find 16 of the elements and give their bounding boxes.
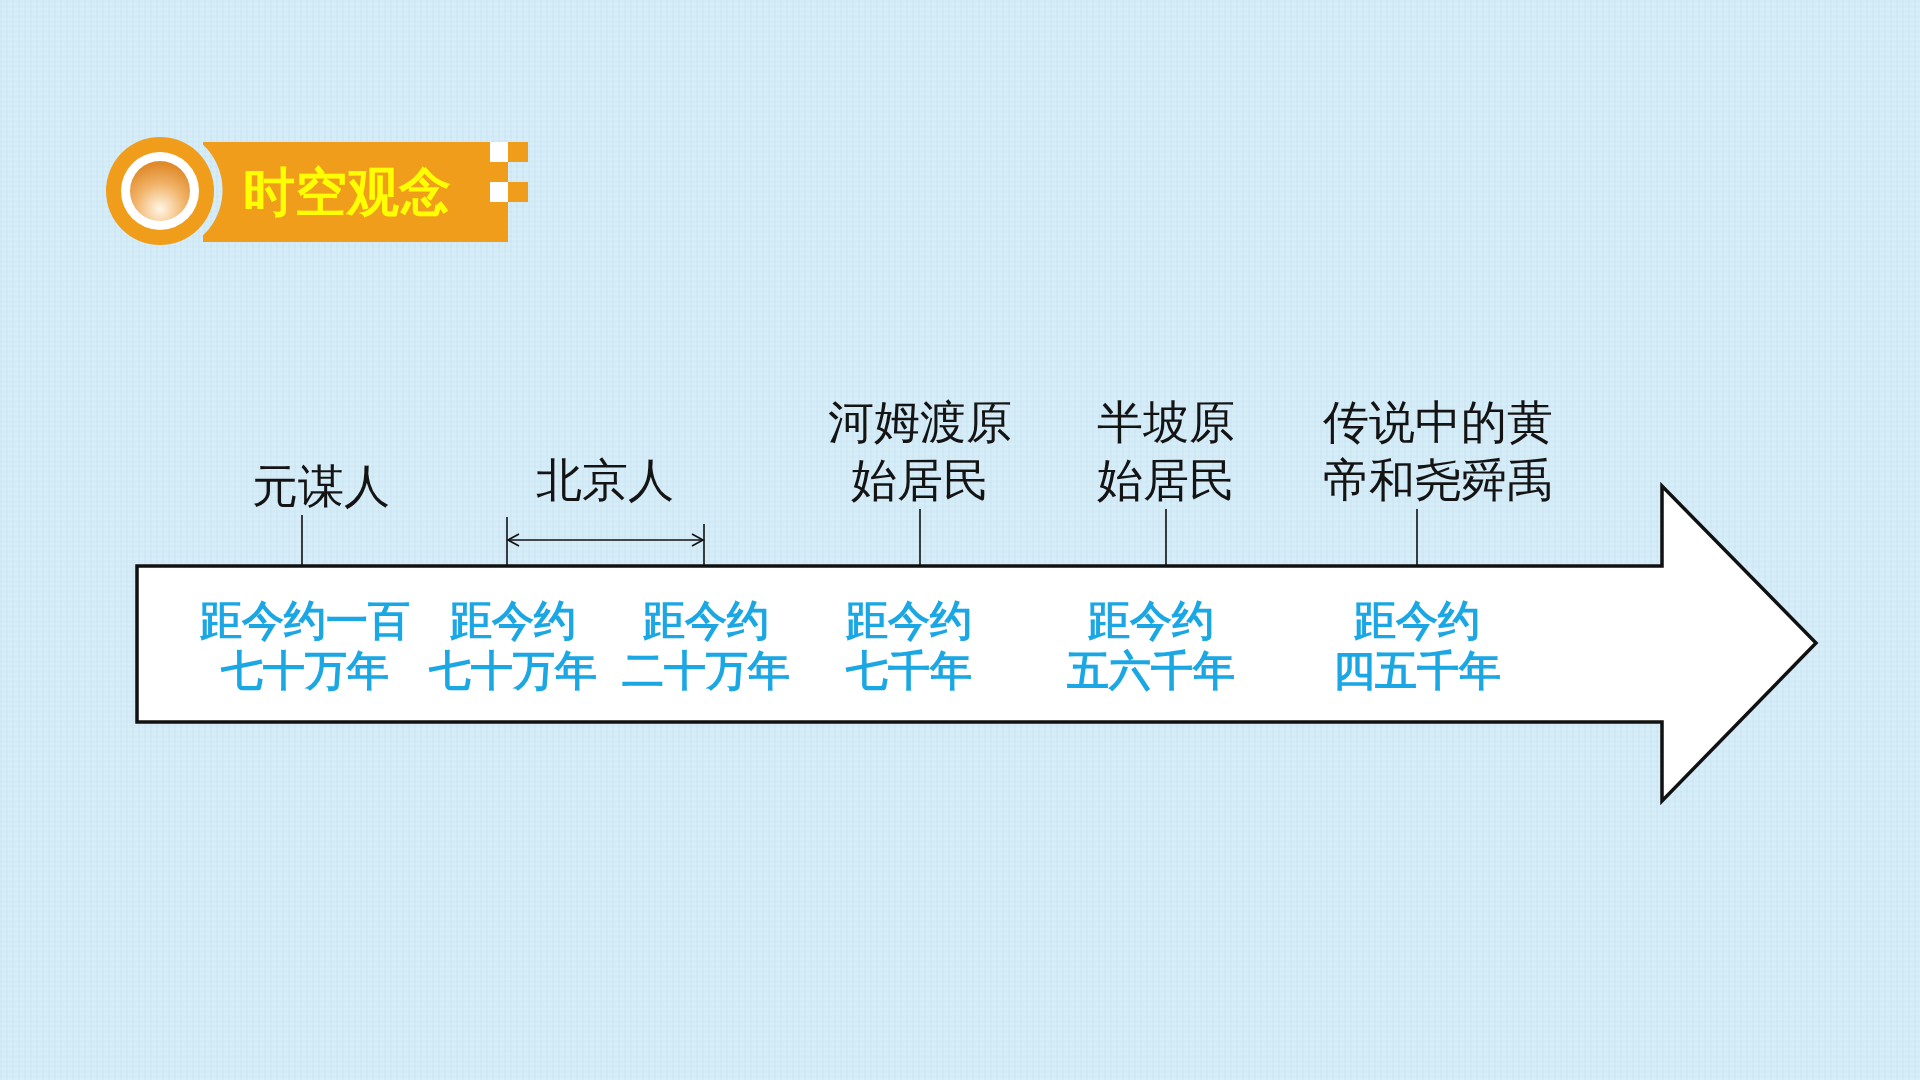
leader-line [301, 514, 303, 567]
date-text: 距今约五六千年 [1067, 596, 1235, 696]
timeline-label: 北京人 [530, 451, 680, 509]
date-text: 距今约二十万年 [622, 596, 790, 696]
leader-line [919, 508, 921, 567]
timeline-label: 元谋人 [246, 457, 396, 515]
timeline-label: 河姆渡原始居民 [822, 393, 1018, 509]
date-text: 距今约四五千年 [1333, 596, 1501, 696]
leader-line [1165, 508, 1167, 567]
leader-line [1416, 508, 1418, 567]
date-text: 距今约七十万年 [429, 596, 597, 696]
timeline-label: 半坡原始居民 [1091, 393, 1241, 509]
title-banner: 时空观念 [203, 142, 508, 242]
date-text: 距今约一百七十万年 [200, 596, 410, 696]
timeline-label: 传说中的黄帝和尧舜禹 [1318, 393, 1558, 509]
date-text: 距今约七千年 [846, 596, 972, 696]
